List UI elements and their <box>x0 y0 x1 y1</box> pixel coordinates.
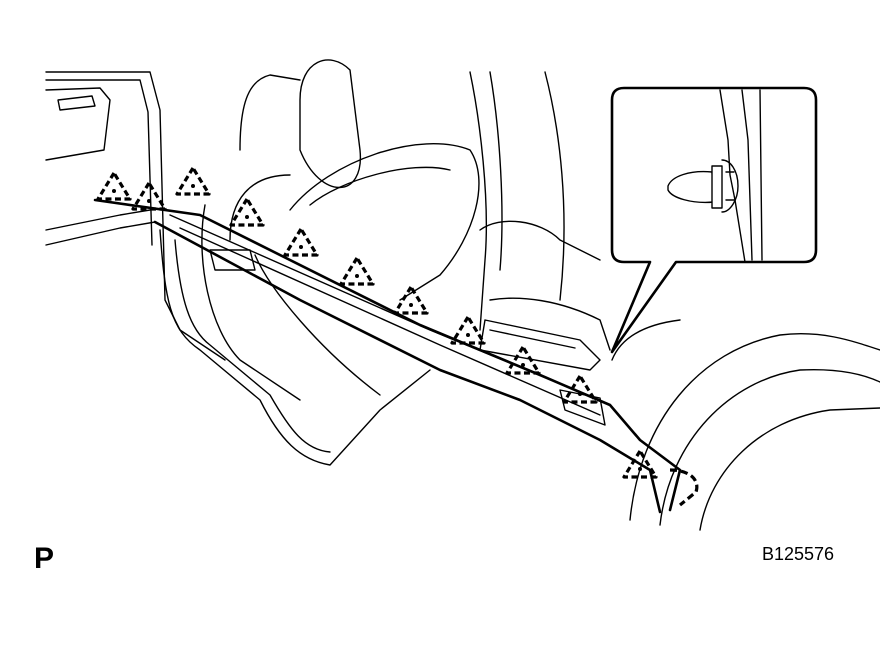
rear-seat <box>479 220 611 371</box>
dashed-triangle-clip-icon <box>96 171 132 201</box>
dashed-triangle-clip-icon <box>229 197 265 227</box>
dashed-triangle-clip-icon <box>339 256 375 286</box>
hidden-clip-outline <box>669 468 699 507</box>
dashed-triangle-clip-icon <box>505 345 541 375</box>
scuff-plate <box>93 198 682 514</box>
rear-wheel-arch <box>611 319 880 531</box>
dashed-triangle-clip-icon <box>131 181 167 211</box>
front-seat <box>229 59 480 301</box>
view-label: P <box>34 542 55 575</box>
opened-door-panel <box>159 204 431 466</box>
clip-fastener-icon <box>667 159 739 213</box>
clip-detail-callout <box>610 86 818 354</box>
b-pillar <box>469 71 565 331</box>
dashed-triangle-clip-icon <box>450 315 486 345</box>
clip-markers <box>96 166 658 479</box>
dashed-triangle-clip-icon <box>175 166 211 196</box>
dashed-triangle-clip-icon <box>283 227 319 257</box>
dashed-triangle-clip-icon <box>622 449 658 479</box>
dashed-triangle-clip-icon <box>393 285 429 315</box>
figure-code: B125576 <box>762 544 835 564</box>
dashed-triangle-clip-icon <box>562 374 598 404</box>
